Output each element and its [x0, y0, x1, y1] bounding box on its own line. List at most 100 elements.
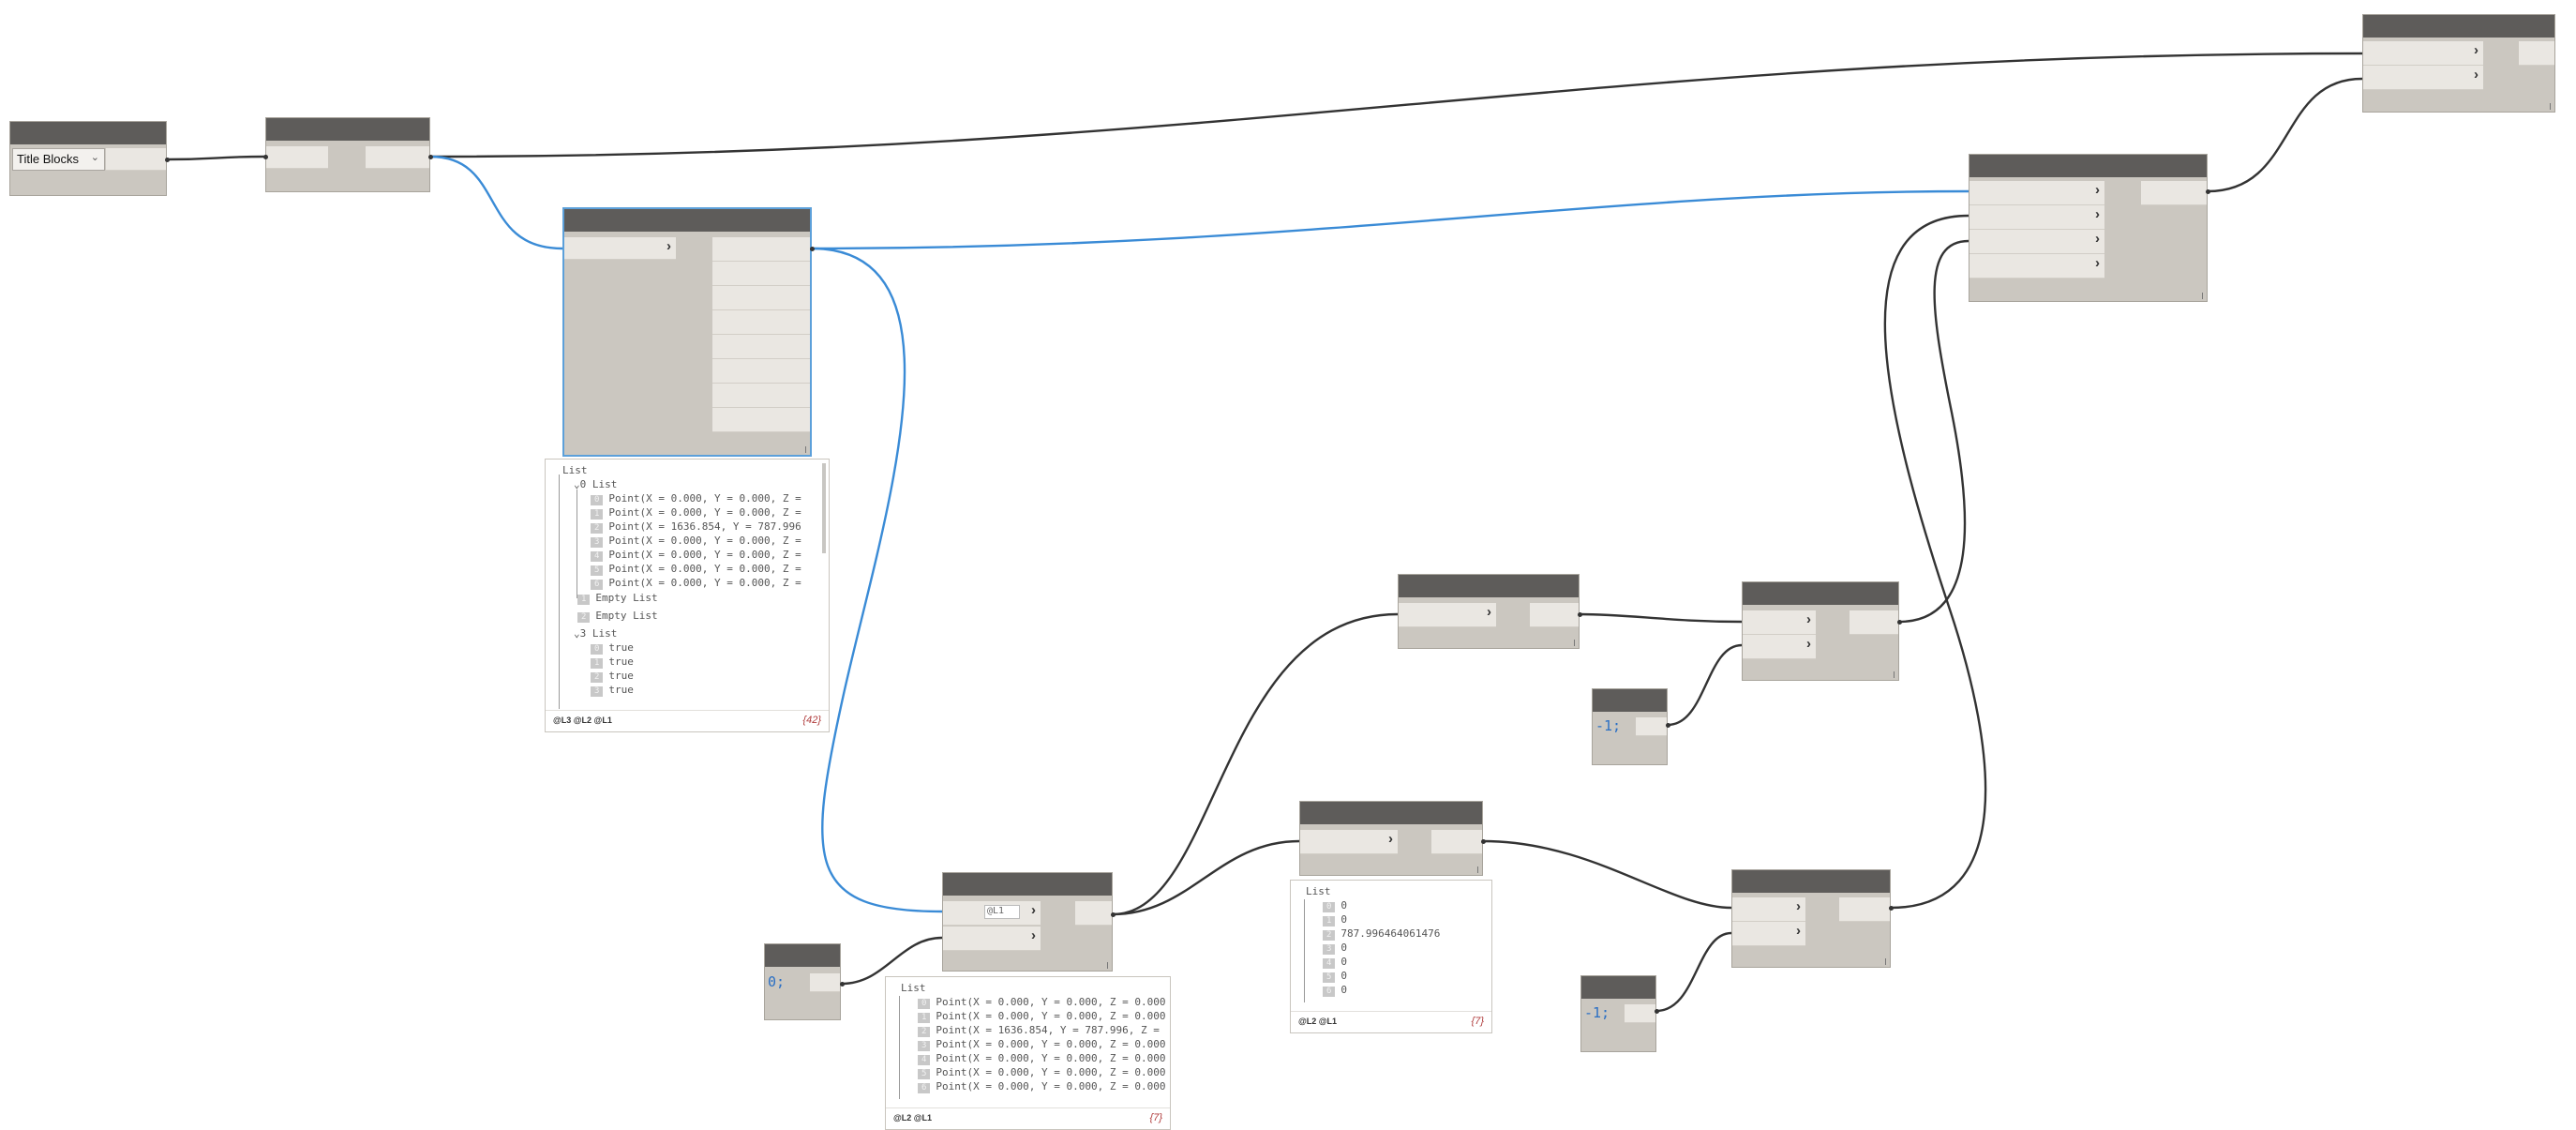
input-port-4[interactable]: › — [1969, 254, 2104, 279]
node-header[interactable] — [943, 873, 1112, 896]
chevron-right-icon: › — [1487, 604, 1491, 620]
output-port-7[interactable] — [712, 384, 810, 408]
output-port-5[interactable] — [712, 335, 810, 359]
code-text[interactable]: -1; — [1584, 1004, 1610, 1021]
list-level-spinner[interactable]: @L1 — [984, 905, 1020, 919]
node-header[interactable] — [1743, 582, 1898, 605]
sublist-label[interactable]: ⌄0 List — [574, 478, 618, 490]
watch-preview-points[interactable]: List 0 Point(X = 0.000, Y = 0.000, Z = 0.… — [885, 976, 1171, 1130]
output-port[interactable] — [106, 148, 166, 171]
node-header[interactable] — [1300, 802, 1482, 824]
collapse-icon[interactable]: ⌄ — [574, 478, 580, 490]
input-port-2[interactable]: › — [2363, 66, 2483, 90]
output-port[interactable] — [810, 973, 840, 992]
sublist-label[interactable]: ⌄3 List — [574, 627, 618, 640]
resize-handle[interactable] — [1477, 866, 1478, 873]
function-node-e[interactable]: › › — [1742, 581, 1899, 681]
output-port[interactable] — [1530, 603, 1579, 627]
function-node-top-right[interactable]: › › — [2362, 14, 2555, 113]
code-text[interactable]: 0; — [768, 973, 786, 990]
list-index: 6 — [1323, 987, 1336, 997]
all-elements-node[interactable] — [265, 117, 430, 192]
node-header[interactable] — [1732, 870, 1890, 893]
output-port[interactable] — [1636, 717, 1667, 736]
list-root-label: List — [901, 982, 926, 994]
function-node-right[interactable]: › › › › — [1969, 154, 2208, 302]
resize-handle[interactable] — [1885, 958, 1886, 965]
list-at-level-node[interactable]: @L1 › › — [942, 872, 1113, 972]
node-header[interactable] — [1969, 155, 2207, 177]
input-port-1[interactable]: › — [1732, 897, 1805, 922]
input-port[interactable]: › — [1300, 830, 1398, 854]
node-header[interactable] — [266, 118, 429, 141]
node-header[interactable] — [1581, 976, 1655, 999]
input-port-index[interactable]: › — [943, 927, 1041, 951]
function-node-f[interactable]: › › — [1731, 869, 1891, 968]
resize-handle[interactable] — [805, 446, 806, 453]
output-port[interactable] — [1075, 901, 1112, 926]
output-port-1[interactable] — [712, 237, 810, 262]
selected-node[interactable]: › — [562, 207, 812, 457]
categories-node[interactable]: Title Blocks ⌄ — [9, 121, 167, 196]
input-port-2[interactable]: › — [1743, 635, 1816, 659]
code-text[interactable]: -1; — [1595, 717, 1622, 734]
list-index: 1 — [591, 658, 604, 669]
output-port-8[interactable] — [712, 408, 810, 432]
resize-handle[interactable] — [2550, 103, 2551, 110]
output-port[interactable] — [2141, 181, 2207, 205]
list-index: 0 — [918, 999, 931, 1009]
list-levels[interactable]: @L3 @L2 @L1 — [553, 716, 612, 725]
output-port-4[interactable] — [712, 310, 810, 335]
input-port-2[interactable]: › — [1732, 922, 1805, 946]
node-header[interactable] — [1399, 575, 1579, 597]
input-port-2[interactable]: › — [1969, 205, 2104, 230]
resize-handle[interactable] — [1574, 640, 1575, 646]
function-node-c[interactable]: › — [1299, 801, 1483, 876]
list-levels[interactable]: @L2 @L1 — [893, 1113, 933, 1122]
output-port-3[interactable] — [712, 286, 810, 310]
chevron-down-icon[interactable]: ⌄ — [90, 152, 99, 163]
output-port[interactable] — [1625, 1004, 1655, 1023]
list-value: Point(X = 0.000, Y = 0.000, Z = 0.000 — [936, 996, 1166, 1008]
list-index: 0 — [591, 495, 604, 505]
input-port-1[interactable]: › — [1743, 610, 1816, 635]
input-port[interactable]: › — [564, 237, 676, 260]
list-value: true — [608, 684, 634, 696]
list-value: Point(X = 0.000, Y = 0.000, Z = — [608, 577, 801, 589]
input-port-1[interactable]: › — [2363, 41, 2483, 66]
resize-handle[interactable] — [1107, 962, 1108, 969]
collapse-icon[interactable]: ⌄ — [574, 627, 580, 640]
output-port-6[interactable] — [712, 359, 810, 384]
function-node-b[interactable]: › — [1398, 574, 1580, 649]
list-levels[interactable]: @L2 @L1 — [1298, 1017, 1338, 1026]
output-port-2[interactable] — [712, 262, 810, 286]
resize-handle[interactable] — [1894, 671, 1895, 678]
code-block-node[interactable]: -1; — [1580, 975, 1656, 1052]
input-port-3[interactable]: › — [1969, 230, 2104, 254]
output-port[interactable] — [366, 146, 429, 169]
chevron-right-icon: › — [1388, 831, 1393, 847]
output-port[interactable] — [1839, 897, 1890, 922]
input-port-list[interactable]: @L1 › — [943, 901, 1041, 926]
input-port[interactable]: › — [1399, 603, 1496, 627]
scrollbar[interactable] — [822, 463, 826, 553]
node-header[interactable] — [10, 122, 166, 144]
output-port[interactable] — [1431, 830, 1482, 854]
category-dropdown[interactable]: Title Blocks ⌄ — [12, 148, 105, 171]
node-header[interactable] — [1593, 689, 1667, 712]
resize-handle[interactable] — [2202, 293, 2203, 299]
node-header[interactable] — [564, 209, 810, 232]
output-port[interactable] — [1850, 610, 1898, 635]
code-block-node[interactable]: 0; — [764, 943, 841, 1020]
code-block-node[interactable]: -1; — [1592, 688, 1668, 765]
input-port-1[interactable]: › — [1969, 181, 2104, 205]
port-dot — [1655, 1009, 1659, 1014]
input-port[interactable] — [266, 146, 328, 169]
output-port[interactable] — [2519, 41, 2554, 66]
node-header[interactable] — [765, 944, 840, 967]
node-header[interactable] — [2363, 15, 2554, 38]
